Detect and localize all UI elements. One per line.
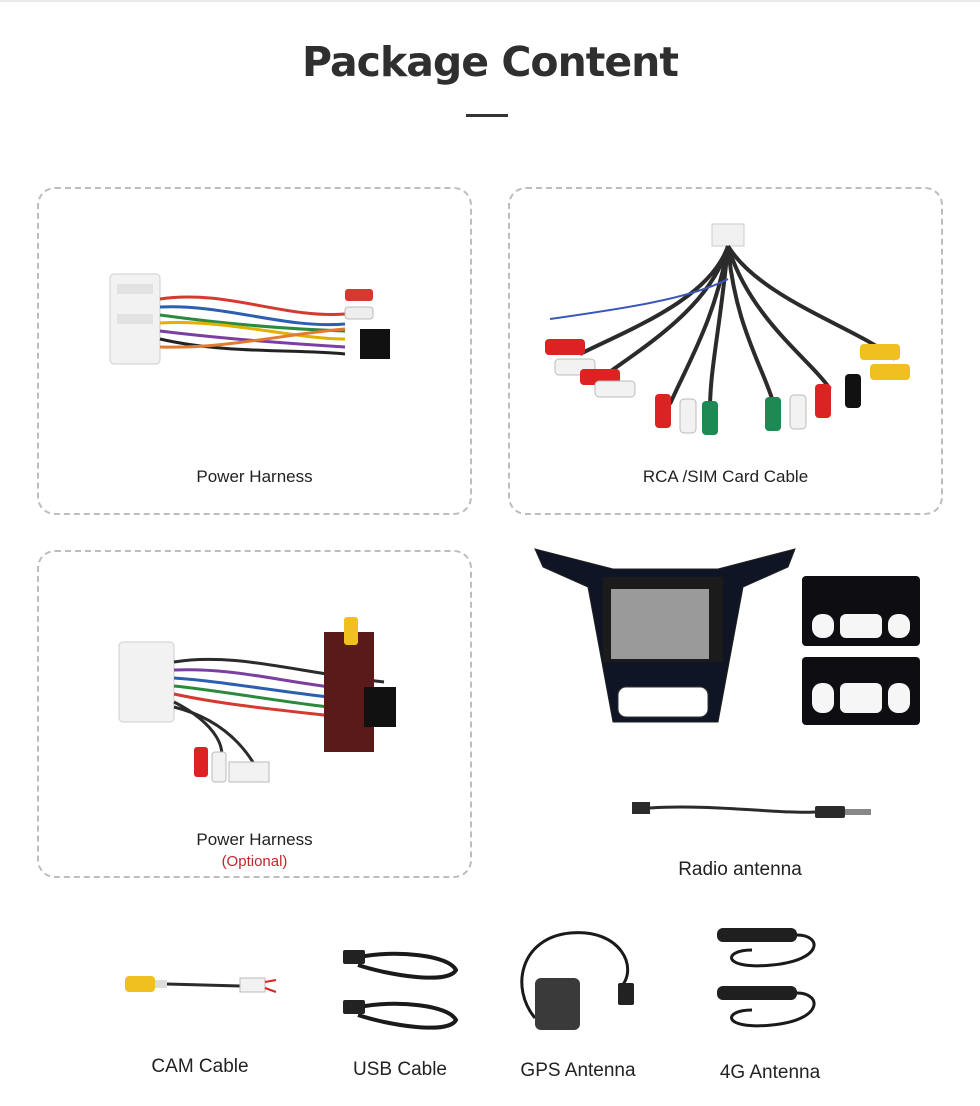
title-underline [466,114,508,117]
trim-panel-bottom-image [802,657,920,725]
radio-antenna-label: Radio antenna [678,859,802,880]
item-card-power-harness: Power Harness [37,187,472,515]
gps-antenna-label: GPS Antenna [520,1060,636,1081]
item-card-power-harness-optional: Power Harness (Optional) [37,550,472,878]
optional-note: (Optional) [221,853,288,870]
rca-sim-cable-label: RCA /SIM Card Cable [642,467,809,486]
cam-cable-label: CAM Cable [151,1056,249,1077]
item-card-rca-sim-cable: RCA /SIM Card Cable [508,187,943,515]
4g-antenna-image [717,928,816,1028]
cam-cable-image [125,976,277,993]
usb-cable-image [343,950,459,1030]
trim-panel-top-image [802,576,920,646]
top-divider [0,0,980,2]
4g-antenna-label: 4G Antenna [719,1062,821,1083]
rca-sim-cable-image [545,223,910,435]
power-harness-optional-label: Power Harness [196,830,313,849]
power-harness-label: Power Harness [196,467,313,486]
page-title: Package Content [302,38,679,86]
gps-antenna-image [520,931,634,1030]
radio-antenna-image [632,802,871,818]
usb-cable-label: USB Cable [353,1059,447,1080]
power-harness-optional-image [118,617,396,783]
power-harness-image [109,273,390,365]
head-unit-with-frame-image [534,548,796,723]
